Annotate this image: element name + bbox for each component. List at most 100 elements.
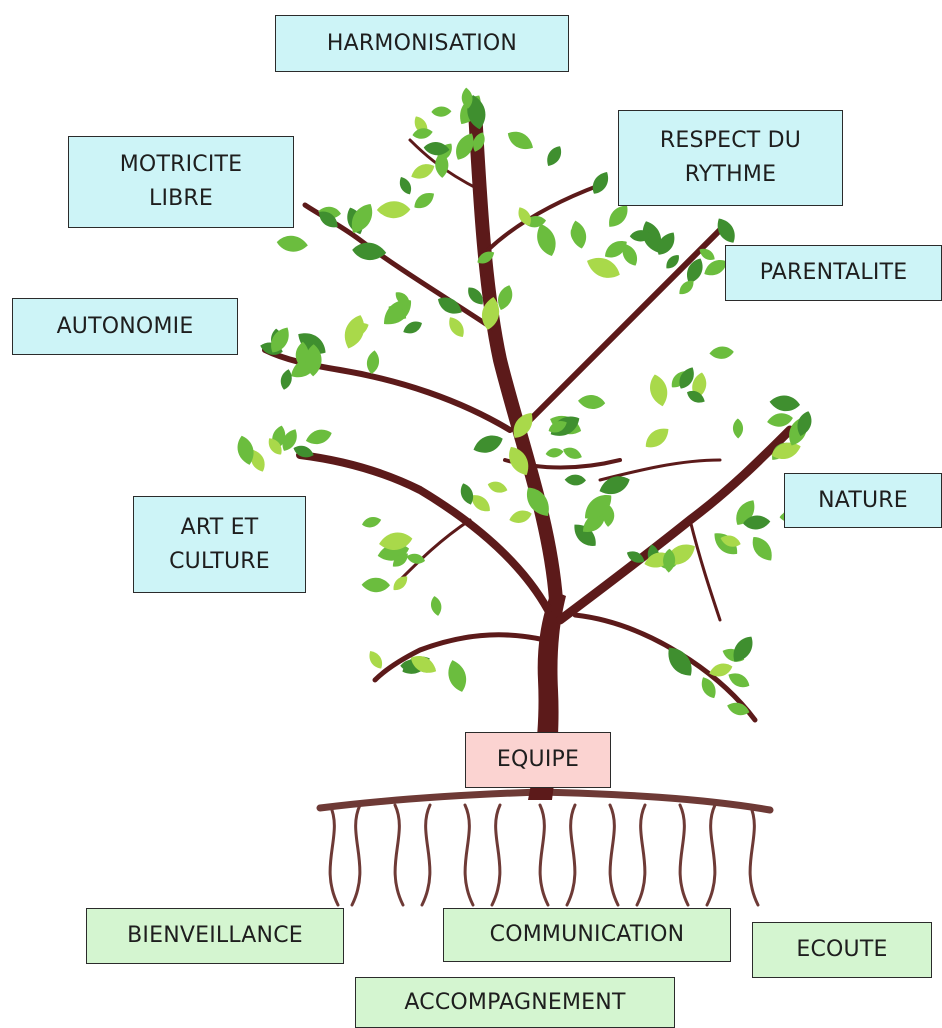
rootlet-2 [350, 803, 362, 907]
leaf-80 [771, 442, 801, 460]
leaf-20 [351, 204, 373, 233]
label-parentalite: PARENTALITE [725, 245, 942, 301]
branch-2 [296, 451, 552, 614]
rootlet-4 [420, 803, 432, 907]
leaf-27 [271, 327, 289, 353]
leaf-118 [406, 553, 426, 564]
leaf-49 [482, 296, 500, 330]
roots [316, 788, 774, 907]
leaf-23 [280, 369, 292, 390]
leaf-121 [513, 412, 533, 438]
leaf-89 [743, 515, 771, 530]
leaf-71 [645, 428, 669, 448]
label-communication: COMMUNICATION [443, 908, 731, 962]
rootlet-5 [463, 803, 475, 907]
leaf-112 [369, 650, 383, 669]
branch-14 [688, 518, 722, 622]
label-art-et-culture-line-1: ART ET [180, 514, 259, 540]
label-bienveillance-text: BIENVEILLANCE [127, 923, 303, 948]
leaf-70 [679, 280, 694, 295]
label-autonomie-text: AUTONOMIE [56, 313, 194, 339]
label-bienveillance: BIENVEILLANCE [86, 908, 344, 964]
leaf-57 [570, 229, 585, 246]
leaf-68 [699, 248, 715, 260]
label-respect-du-rythme: RESPECT DU RYTHME [618, 110, 843, 206]
rootlet-8 [565, 803, 577, 907]
leaf-41 [366, 350, 380, 374]
rootlet-11 [678, 803, 690, 907]
leaf-116 [379, 532, 413, 550]
label-art-et-culture-line-2: CULTURE [169, 548, 270, 574]
leaf-105 [733, 636, 753, 662]
leaf-64 [686, 258, 703, 284]
branch-3 [262, 347, 513, 433]
branch-11 [398, 518, 472, 582]
leaf-24 [298, 333, 326, 354]
branch-7 [486, 183, 602, 252]
branch-8 [572, 612, 758, 723]
leaf-66 [666, 255, 679, 269]
leaf-119 [362, 517, 382, 528]
leaf-139 [527, 487, 549, 516]
leaf-17 [319, 211, 338, 228]
leaf-76 [650, 374, 668, 407]
label-accompagnement: ACCOMPAGNEMENT [355, 977, 675, 1028]
label-harmonisation-text: HARMONISATION [326, 30, 518, 56]
leaf-83 [797, 411, 812, 436]
leaf-58 [609, 205, 628, 227]
leaf-46 [438, 297, 462, 314]
leaf-74 [679, 367, 694, 389]
leaf-45 [477, 251, 495, 264]
leaf-125 [548, 421, 567, 433]
label-motricite-libre-line-1: MOTRICITE [119, 152, 243, 177]
branch-1 [468, 103, 563, 607]
leaf-63 [604, 241, 627, 258]
leaf-135 [487, 481, 508, 493]
leaf-79 [732, 418, 744, 439]
leaf-7 [461, 87, 473, 109]
branch-13 [598, 458, 722, 482]
leaf-126 [545, 448, 564, 458]
leaf-136 [473, 435, 503, 453]
branch-6 [527, 227, 723, 423]
leaf-111 [448, 660, 467, 692]
label-equipe: EQUIPE [465, 732, 611, 788]
leaf-9 [399, 177, 412, 195]
rootlet-9 [608, 803, 620, 907]
leaf-35 [305, 429, 332, 444]
leaf-42 [345, 322, 369, 337]
leaf-5 [467, 94, 486, 130]
rootlet-1 [328, 803, 340, 907]
leaf-33 [268, 438, 282, 455]
leaf-38 [305, 344, 322, 377]
label-parentalite-text: PARENTALITE [759, 260, 908, 285]
leaf-123 [563, 447, 582, 459]
leaf-40 [403, 321, 422, 334]
label-respect-du-rythme-line-2: RYTHME [684, 162, 777, 187]
leaf-124 [578, 395, 606, 409]
leaf-99 [668, 647, 692, 676]
leaf-30 [282, 429, 297, 451]
leaf-44 [388, 305, 407, 320]
leaf-131 [599, 476, 630, 495]
leaf-129 [582, 513, 606, 533]
rootlet-10 [635, 803, 647, 907]
leaf-34 [237, 435, 254, 465]
leaf-21 [352, 242, 387, 260]
leaf-84 [769, 395, 801, 412]
label-harmonisation: HARMONISATION [275, 15, 569, 72]
label-nature: NATURE [784, 473, 942, 528]
leaf-91 [752, 537, 772, 561]
leaf-87 [720, 535, 741, 547]
rootlet-3 [393, 803, 405, 907]
rootlet-7 [538, 803, 550, 907]
label-communication-text: COMMUNICATION [489, 922, 685, 947]
leaf-102 [728, 673, 750, 688]
leaf-59 [622, 243, 638, 266]
leaf-128 [626, 551, 645, 563]
leaf-31 [293, 445, 314, 458]
leaf-1 [431, 106, 452, 117]
leaf-48 [468, 287, 483, 305]
leaf-3 [456, 133, 474, 160]
label-art-et-culture: ART ET CULTURE [133, 496, 306, 593]
